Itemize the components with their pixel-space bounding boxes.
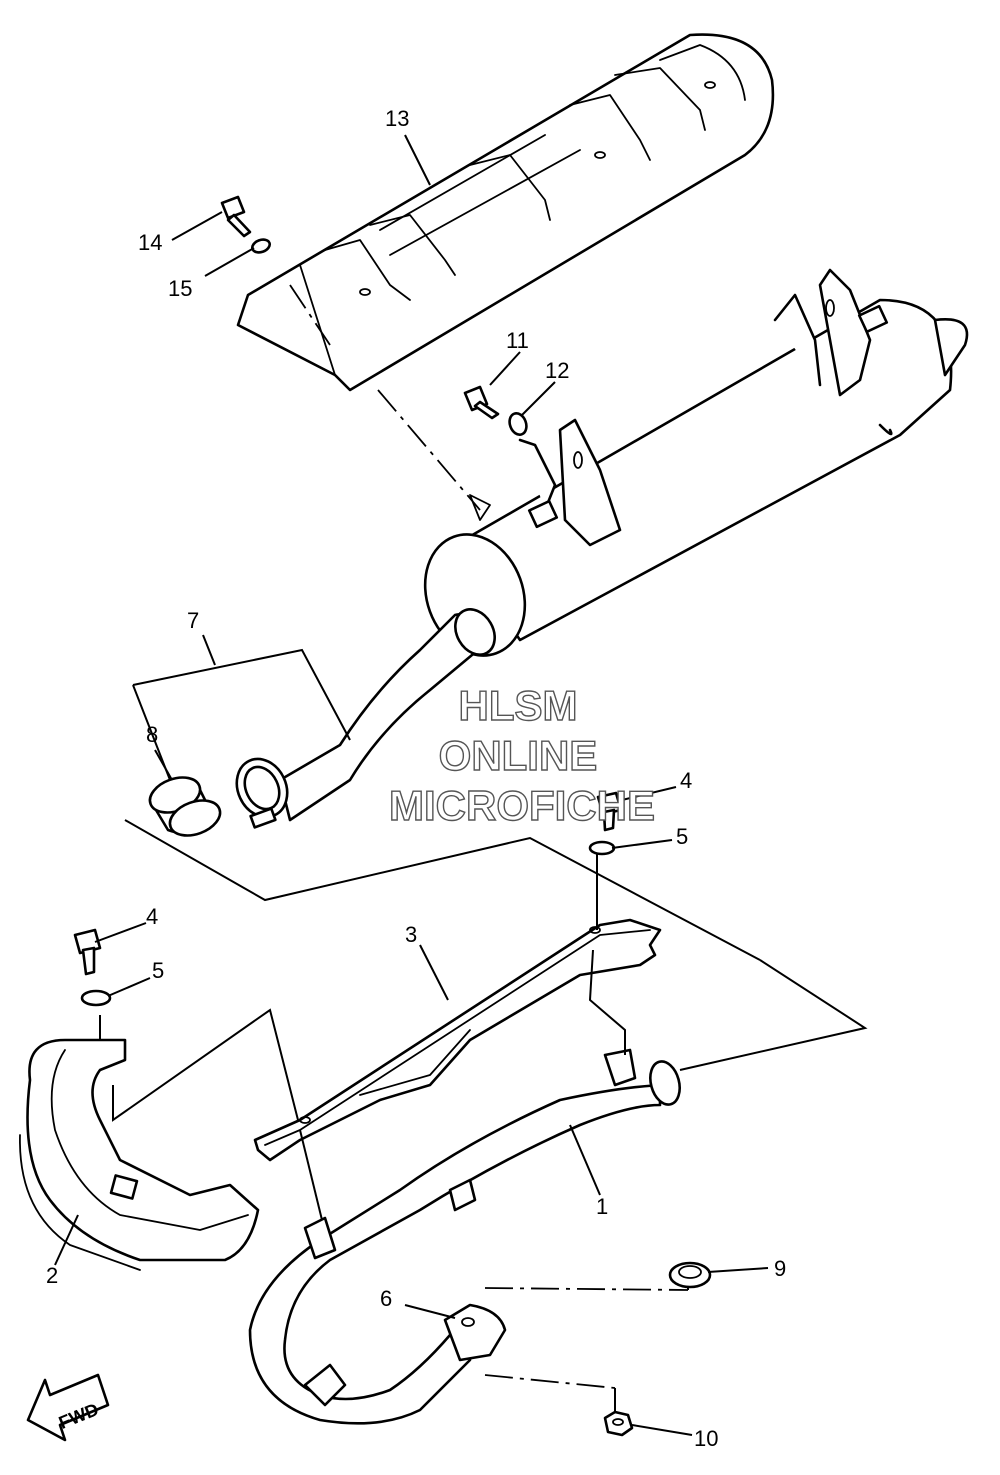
bracket-part[interactable]: [253, 918, 662, 1162]
muffler-part[interactable]: [409, 268, 969, 670]
watermark-line-3: MICROFICHE: [389, 782, 655, 829]
watermark-line-1: HLSM: [459, 682, 578, 729]
callout-9: 9: [774, 1256, 786, 1281]
callout-5-lower: 5: [152, 958, 164, 983]
bolt-4-lower[interactable]: [73, 928, 102, 976]
callout-1: 1: [596, 1194, 608, 1219]
callout-labels: 13 14 15 11 12 7 8 4 5 4 5 3 1 2 9 6 10: [46, 106, 786, 1451]
callout-leaders: [54, 134, 769, 1436]
heat-protector-part[interactable]: [236, 33, 775, 392]
assembly-group-line: [132, 648, 351, 741]
callout-15: 15: [168, 276, 192, 301]
bolt-14[interactable]: [220, 195, 252, 238]
washer-15[interactable]: [250, 237, 272, 254]
watermark-line-2: ONLINE: [439, 732, 598, 779]
bolt-4-upper[interactable]: [596, 791, 623, 832]
callout-14: 14: [138, 230, 162, 255]
callout-6: 6: [380, 1286, 392, 1311]
callout-5-upper: 5: [676, 824, 688, 849]
gasket-9[interactable]: [668, 1261, 712, 1289]
callout-7: 7: [187, 608, 199, 633]
callout-8: 8: [146, 722, 158, 747]
clamp-part[interactable]: [228, 751, 297, 829]
protector-to-muffler-line: [377, 389, 481, 511]
nut-10[interactable]: [603, 1410, 634, 1437]
callout-12: 12: [545, 358, 569, 383]
watermark: HLSM ONLINE MICROFICHE: [388, 681, 655, 829]
callout-13: 13: [385, 106, 409, 131]
protector-guide-line: [289, 284, 331, 346]
callout-11: 11: [506, 328, 529, 353]
washer-5-upper[interactable]: [588, 840, 616, 856]
callout-10: 10: [694, 1426, 718, 1451]
callout-3: 3: [405, 922, 417, 947]
bolt-11[interactable]: [463, 385, 500, 420]
fwd-direction-arrow: FWD: [26, 1373, 110, 1442]
exhaust-pipe-part[interactable]: [248, 1048, 684, 1425]
callout-4-upper: 4: [680, 768, 692, 793]
pipe-protector-part[interactable]: [19, 1038, 260, 1271]
washer-12[interactable]: [507, 411, 530, 437]
gasket-part-8[interactable]: [145, 771, 225, 842]
callout-4-lower: 4: [146, 904, 158, 929]
washer-5-lower[interactable]: [80, 989, 112, 1007]
callout-2: 2: [46, 1263, 58, 1288]
